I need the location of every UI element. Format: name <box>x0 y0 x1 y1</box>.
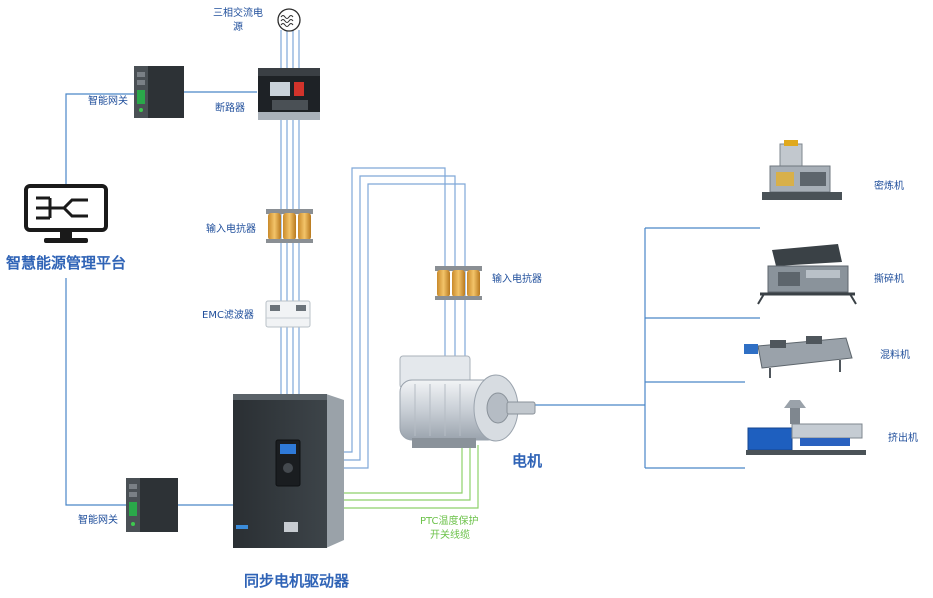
reactor-coil-icon <box>266 209 313 243</box>
ac-wave-icon <box>277 8 301 32</box>
extruder-icon <box>746 400 866 455</box>
platform-label: 智慧能源管理平台 <box>6 254 126 272</box>
mixer-icon <box>744 336 853 378</box>
gateway-bottom-label: 智能网关 <box>78 513 118 526</box>
shredder-icon <box>757 244 857 305</box>
drive-cabinet-icon <box>233 394 344 548</box>
gateway-top-label: 智能网关 <box>88 94 128 107</box>
gateway-device-icon <box>134 66 184 118</box>
power-source-label-2: 源 <box>233 20 243 33</box>
machine-2-label: 撕碎机 <box>874 272 904 285</box>
machine-1-label: 密炼机 <box>874 179 904 192</box>
reactor-coil-icon-right <box>435 266 482 300</box>
ptc-lines <box>342 445 479 509</box>
machine-4-label: 挤出机 <box>888 431 918 444</box>
driver-label: 同步电机驱动器 <box>244 572 350 590</box>
monitor-icon <box>24 184 108 243</box>
circuit-breaker-icon <box>258 68 320 120</box>
emc-filter-label: EMC滤波器 <box>202 308 254 321</box>
ptc-label: PTC温度保护 <box>420 514 479 527</box>
internal-mixer-icon <box>762 140 842 200</box>
signal-lines <box>65 91 760 506</box>
breaker-label: 断路器 <box>215 101 245 114</box>
input-reactor-left-label: 输入电抗器 <box>206 222 256 235</box>
motor-icon <box>399 355 536 448</box>
input-reactor-right-label: 输入电抗器 <box>492 272 542 285</box>
ptc-label-2: 开关线缆 <box>430 528 470 541</box>
machine-3-label: 混料机 <box>880 348 910 361</box>
gateway-device-icon-bottom <box>126 478 178 532</box>
motor-label: 电机 <box>512 452 542 470</box>
emc-filter-icon <box>265 300 311 328</box>
power-source-label: 三相交流电 <box>213 6 263 19</box>
